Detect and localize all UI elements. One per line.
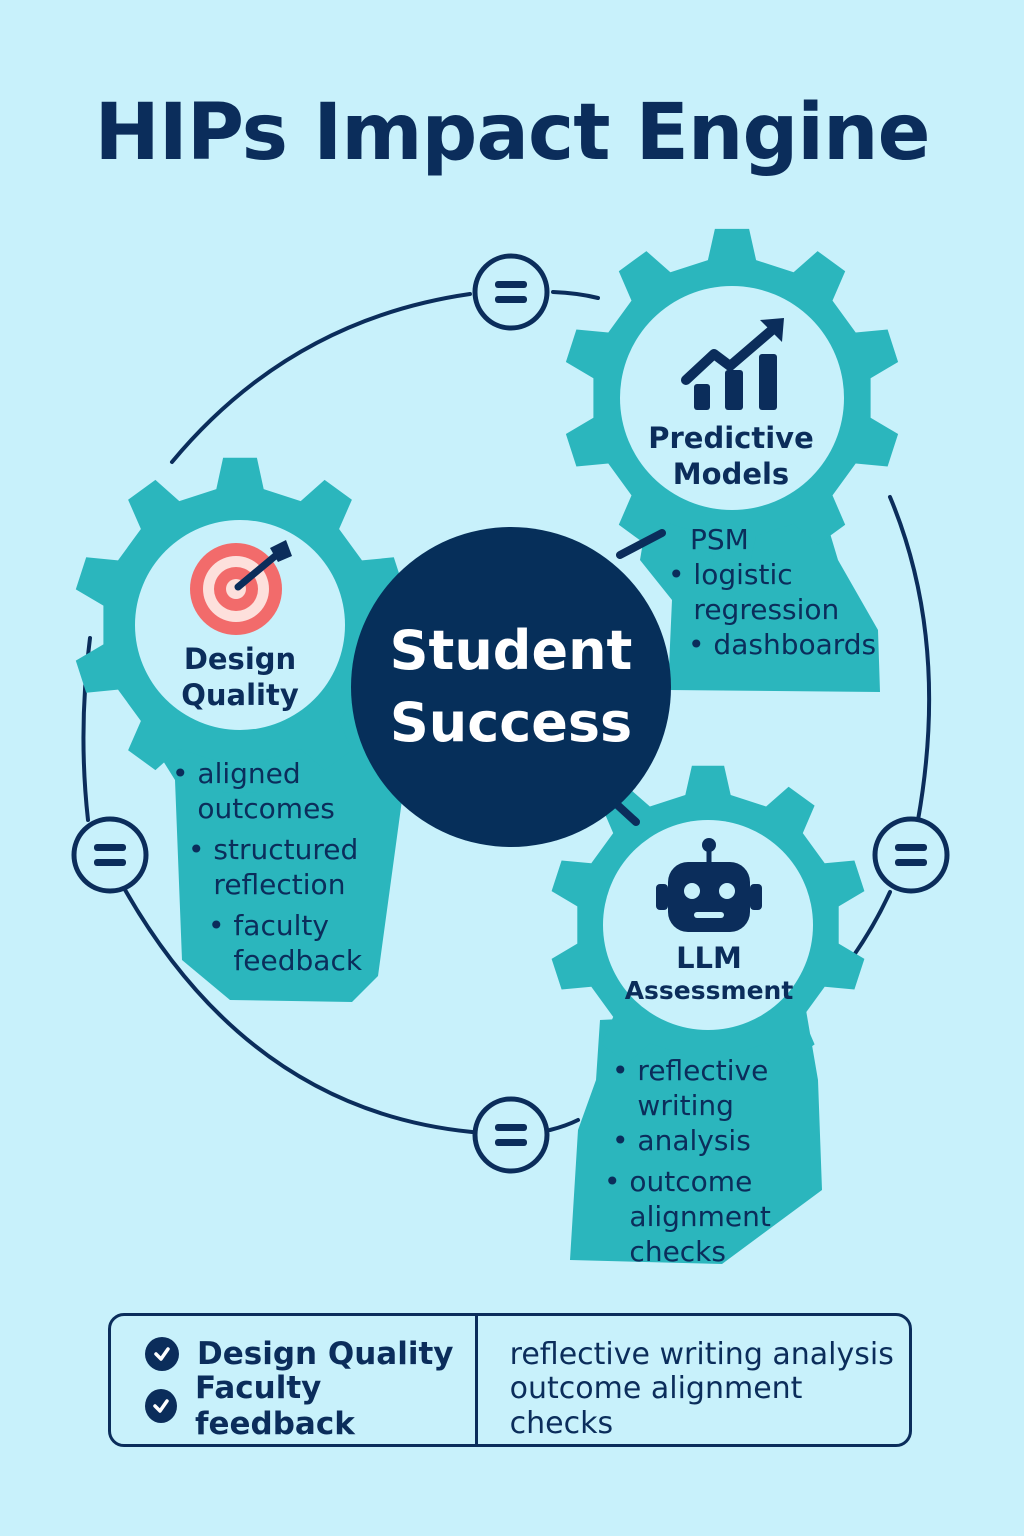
legend-text: reflective writing analysis bbox=[509, 1336, 894, 1372]
robot-icon bbox=[656, 838, 762, 932]
gear-tail-llm bbox=[570, 1010, 822, 1264]
gear-tail-predictive bbox=[640, 500, 880, 692]
target-icon bbox=[190, 540, 292, 635]
bar-chart-trend-icon bbox=[681, 318, 784, 410]
gear-title-line: Assessment bbox=[624, 976, 794, 1005]
bullet-item: • outcome alignment checks bbox=[604, 1165, 771, 1268]
gear-title-line: LLM bbox=[676, 941, 742, 975]
legend-item: Design Quality bbox=[145, 1336, 475, 1372]
design-bullets: • aligned outcomes • structured reflecti… bbox=[172, 756, 372, 978]
gear-title-line: Quality bbox=[181, 678, 299, 712]
bullet-item: • logistic regression bbox=[668, 558, 840, 626]
gear-title-line: Design bbox=[183, 642, 297, 676]
bullet-item: • reflective writing bbox=[612, 1054, 769, 1122]
gear-label-design: Design Quality bbox=[135, 641, 345, 713]
equals-node-icon bbox=[472, 253, 550, 331]
gear-label-predictive: Predictive Models bbox=[620, 420, 842, 492]
bullet-item: • dashboards bbox=[688, 628, 877, 661]
legend-label: Faculty feedback bbox=[195, 1370, 355, 1442]
student-success-hub: Student Success bbox=[351, 527, 671, 847]
ring-arc bbox=[551, 290, 600, 300]
equals-node-icon bbox=[872, 816, 950, 894]
predictive-bullets: PSM • logistic regression • dashboards bbox=[668, 522, 877, 662]
legend-box: Design Quality Faculty feedback reflecti… bbox=[108, 1313, 912, 1447]
connector bbox=[616, 529, 666, 559]
legend-item: Faculty feedback bbox=[145, 1370, 475, 1442]
check-circle-icon bbox=[145, 1389, 178, 1423]
gear-title-line: Predictive bbox=[648, 421, 814, 455]
legend-text: outcome alignment checks bbox=[509, 1371, 803, 1441]
ring-arc bbox=[170, 292, 472, 464]
bullet-item: • aligned outcomes bbox=[172, 757, 335, 825]
gear-label-llm: LLM Assessment bbox=[606, 940, 812, 1006]
bullet-item: PSM bbox=[690, 523, 749, 556]
legend-right-column: reflective writing analysis outcome alig… bbox=[478, 1316, 909, 1444]
center-circle bbox=[351, 527, 671, 847]
bullet-item: • analysis bbox=[612, 1124, 751, 1157]
gear-title-line: Models bbox=[672, 457, 790, 491]
ring-arc bbox=[850, 890, 892, 960]
equals-node-icon bbox=[472, 1096, 550, 1174]
center-title-line: Student bbox=[389, 619, 633, 682]
page-title: HIPs Impact Engine bbox=[94, 88, 931, 178]
legend-label: Design Quality bbox=[197, 1336, 454, 1372]
ring-arc bbox=[548, 1118, 580, 1132]
gear-tail-design bbox=[150, 700, 402, 1002]
cycle-ring bbox=[81, 290, 932, 1134]
ring-arc bbox=[888, 495, 932, 822]
ring-arc bbox=[122, 886, 474, 1134]
bullet-item: • structured reflection bbox=[188, 833, 359, 901]
equals-node-icon bbox=[71, 816, 149, 894]
bullet-item: • faculty feedback bbox=[208, 909, 363, 977]
llm-bullets: • reflective writing • analysis • outcom… bbox=[604, 1053, 812, 1269]
check-circle-icon bbox=[145, 1337, 179, 1371]
legend-left-column: Design Quality Faculty feedback bbox=[111, 1316, 478, 1444]
center-title-line: Success bbox=[389, 691, 633, 754]
